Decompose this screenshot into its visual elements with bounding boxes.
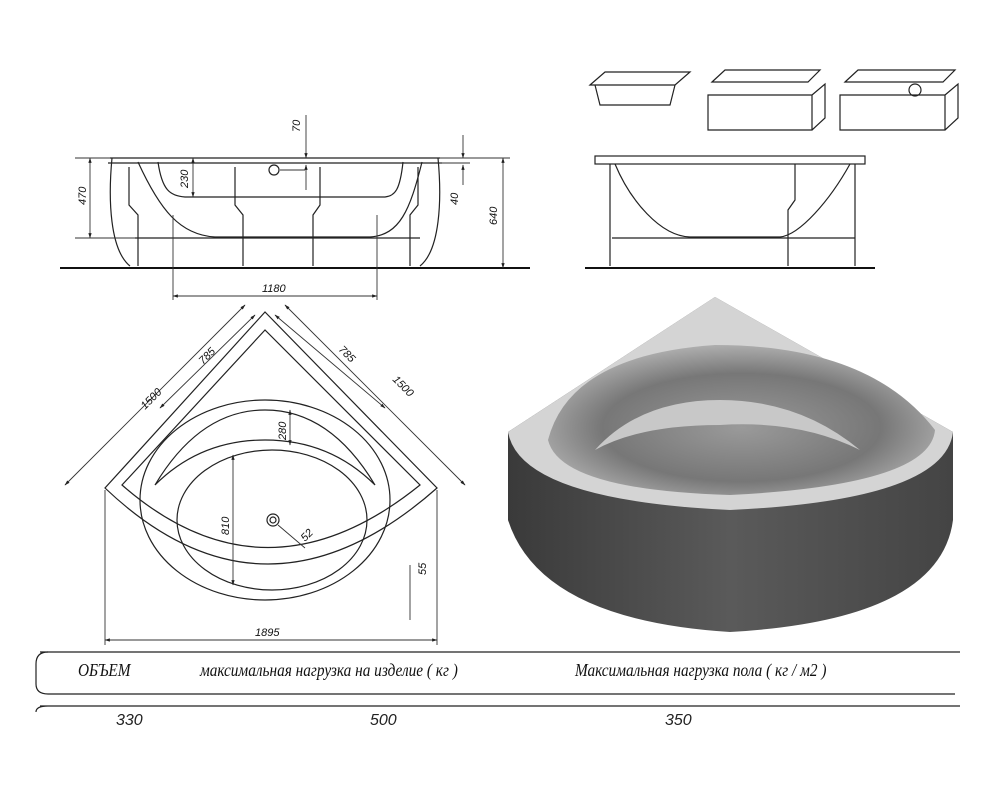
dim-810: 810 — [220, 516, 232, 535]
variant-freestanding-icon — [588, 71, 692, 106]
dim-55: 55 — [417, 562, 429, 575]
dim-70: 70 — [291, 119, 303, 132]
dim-1500-right: 1500 — [390, 374, 416, 400]
value-volume: 330 — [116, 712, 143, 729]
value-max-load-product: 500 — [370, 712, 397, 729]
variant-panel-hydro-icon — [839, 69, 959, 131]
tub-render — [508, 297, 953, 632]
dim-230: 230 — [179, 169, 191, 189]
dim-40: 40 — [449, 192, 461, 205]
dim-470: 470 — [77, 186, 89, 205]
dim-1180: 1180 — [262, 283, 287, 295]
dim-640: 640 — [488, 206, 500, 225]
header-max-load-product: максимальная нагрузка на изделие ( кг ) — [200, 660, 458, 680]
header-max-load-floor: Максимальная нагрузка пола ( кг / м2 ) — [575, 660, 827, 680]
dim-280: 280 — [277, 421, 289, 441]
plan-view: 1500 1500 785 785 280 810 52 55 1895 — [64, 304, 466, 645]
dim-1500-left: 1500 — [139, 386, 165, 412]
header-volume: ОБЪЕМ — [78, 660, 131, 680]
dim-1895: 1895 — [255, 627, 280, 639]
front-elevation: 70 230 470 40 640 1180 — [60, 115, 530, 300]
value-max-load-floor: 350 — [665, 712, 692, 729]
dim-785-left: 785 — [197, 345, 219, 367]
dim-785-right: 785 — [336, 344, 358, 366]
side-elevation — [585, 155, 875, 269]
installation-variants — [588, 69, 959, 131]
variant-panel-icon — [707, 69, 826, 131]
spec-table-rules — [35, 651, 960, 713]
